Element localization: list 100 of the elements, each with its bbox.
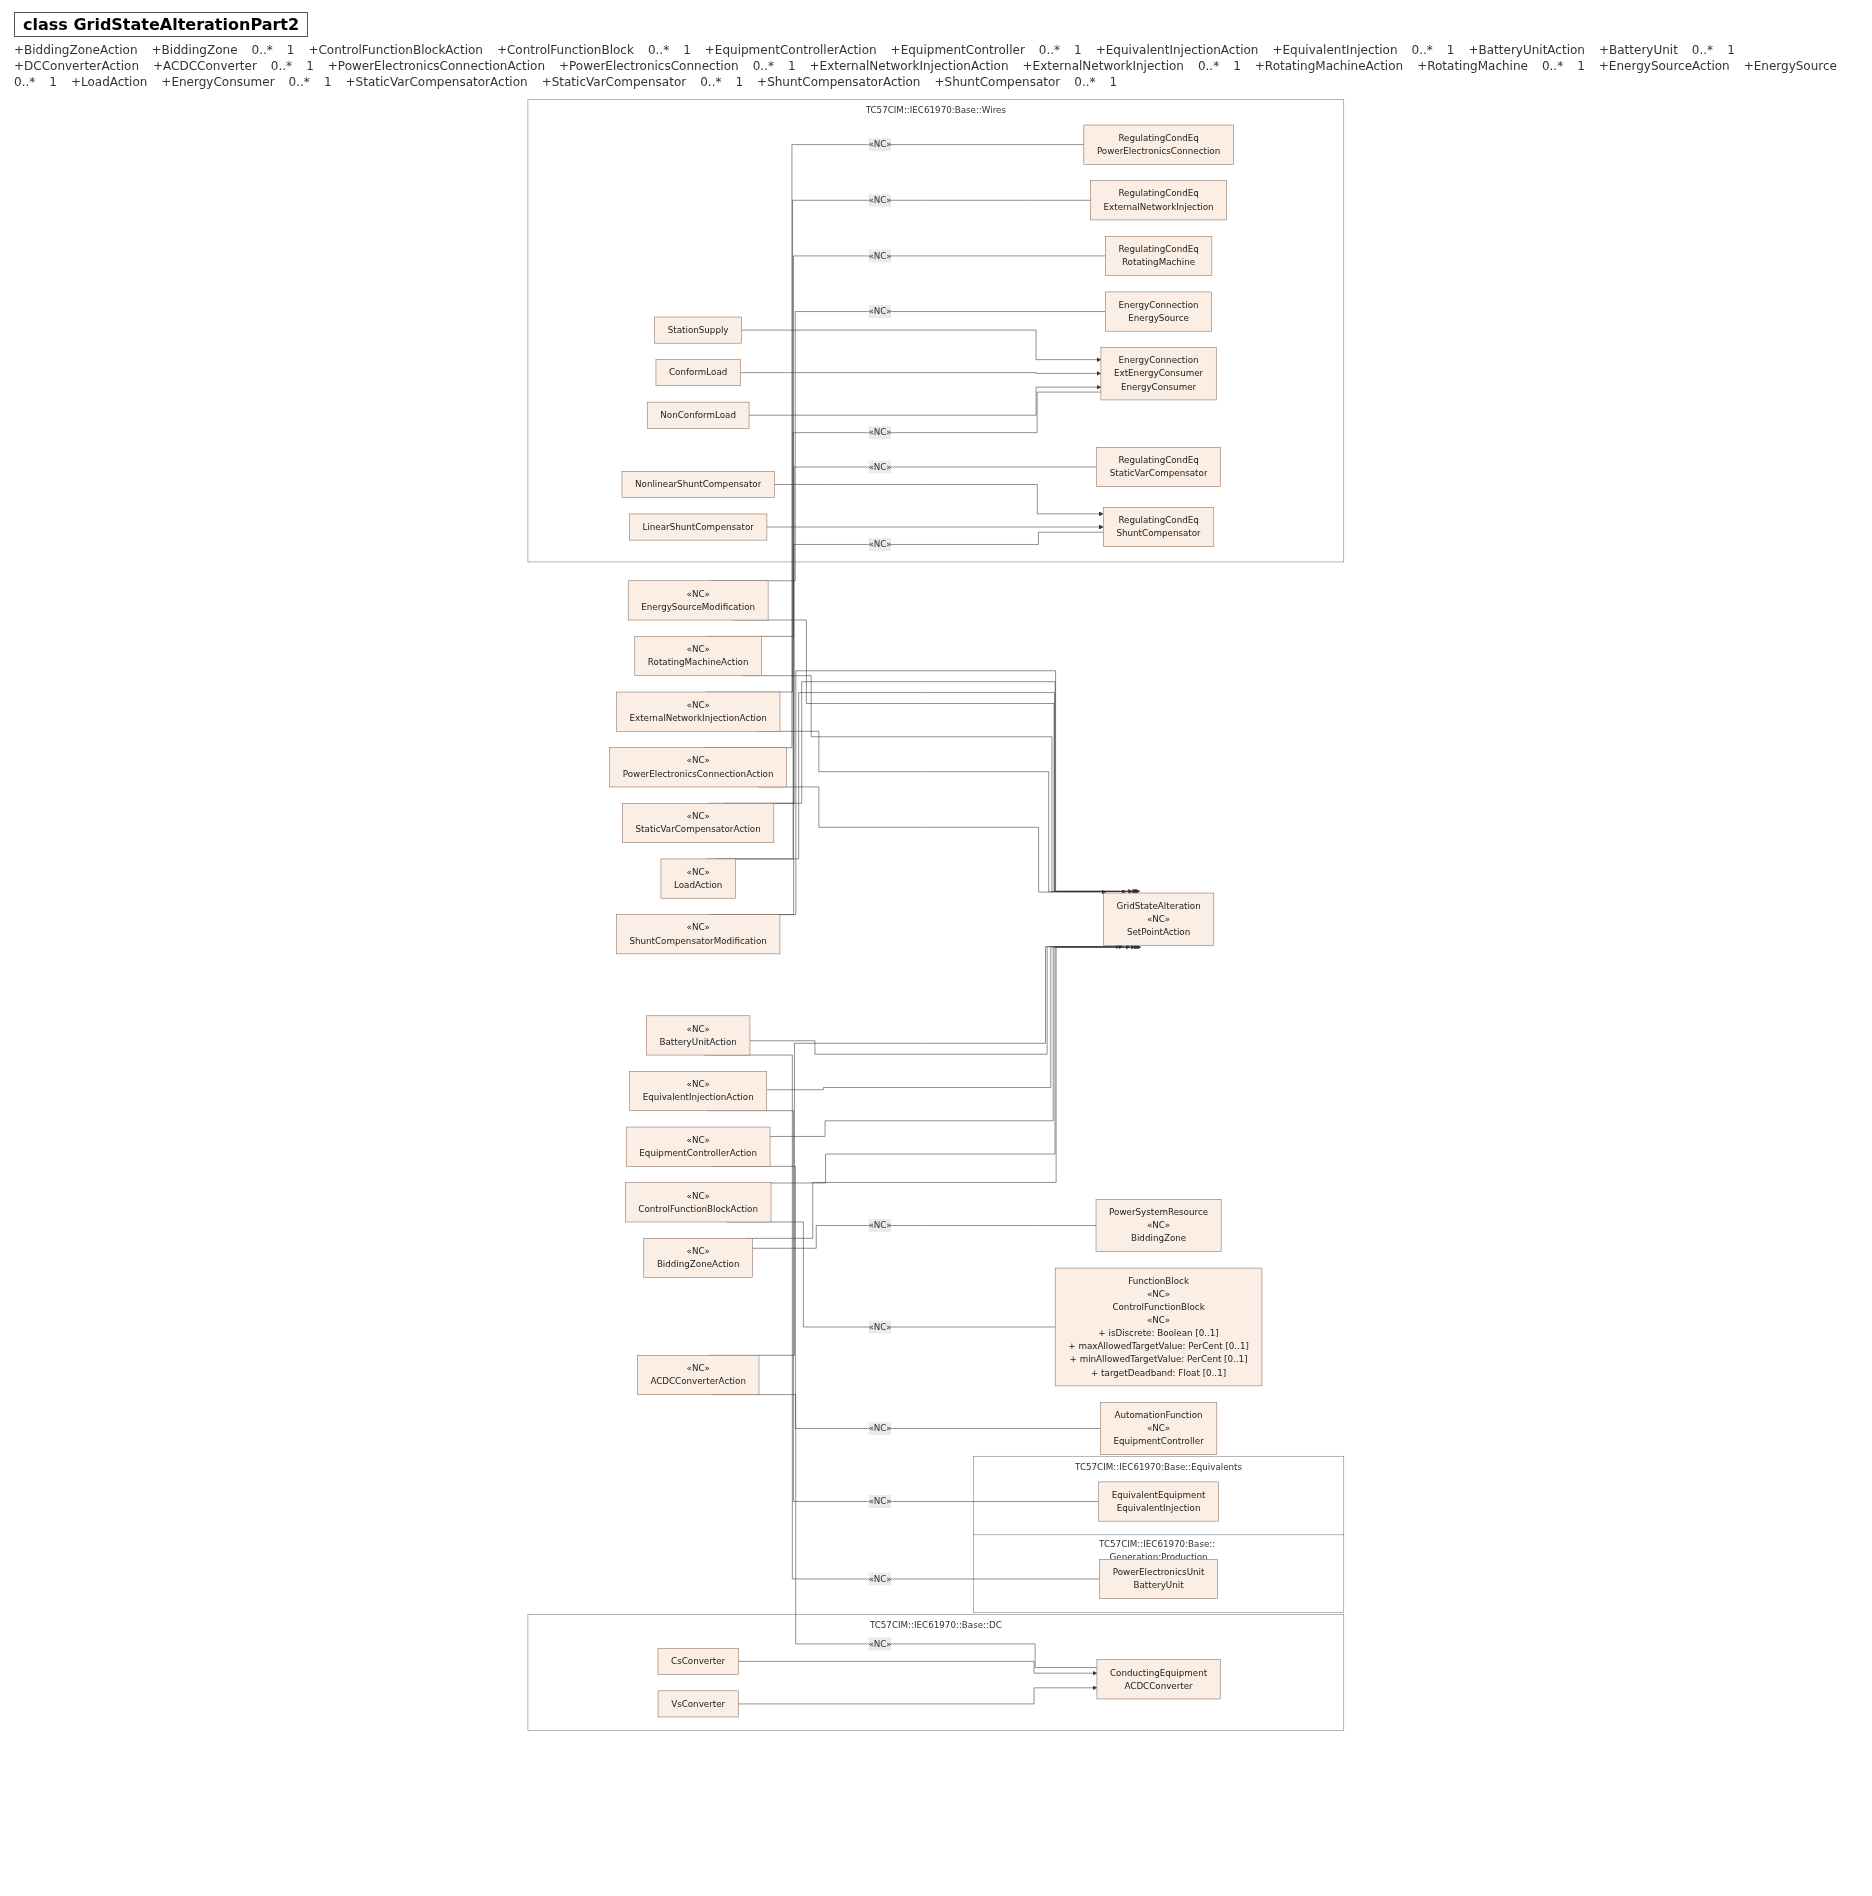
node-box: EnergyConnection ExtEnergyConsumer EnergyConsumer [1100, 347, 1217, 401]
node-box: RegulatingCondEq StaticVarCompensator [1096, 447, 1221, 487]
role-label: +EnergyConsumer [161, 75, 275, 89]
role-label: 1 [1727, 43, 1735, 57]
role-label: +BatteryUnit [1598, 43, 1678, 57]
role-label: 1 [49, 75, 57, 89]
node-box: AutomationFunction «NC» EquipmentController [1100, 1401, 1218, 1455]
edge-label: «NC» [868, 1321, 892, 1332]
role-label: 1 [1074, 43, 1082, 57]
node-box: PowerElectronicsUnit BatteryUnit [1099, 1559, 1218, 1599]
role-label: 0..* [1411, 43, 1433, 57]
role-label: 1 [683, 43, 691, 57]
node-box: RegulatingCondEq ShuntCompensator [1103, 507, 1215, 547]
node-box: «NC» ExternalNetworkInjectionAction [616, 691, 781, 732]
role-label: +StaticVarCompensator [541, 75, 687, 89]
edge-label: «NC» [868, 139, 892, 150]
role-label: 0..* [700, 75, 722, 89]
role-label: 1 [787, 59, 796, 73]
node-box: RegulatingCondEq RotatingMachine [1105, 236, 1213, 276]
role-label: +EquipmentController [890, 43, 1025, 57]
node-box: StationSupply [654, 316, 743, 344]
role-label: 0..* [251, 43, 273, 57]
edge-label: «NC» [868, 1638, 892, 1649]
role-label: +ExternalNetworkInjectionAction [809, 59, 1009, 73]
node-box: «NC» RotatingMachineAction [634, 636, 762, 676]
role-label: +EquivalentInjection [1272, 43, 1398, 57]
node-box: LinearShuntCompensator [629, 513, 768, 541]
node-box: VsConverter [657, 1690, 739, 1718]
role-label: 1 [1233, 59, 1241, 73]
node-box: «NC» EquipmentControllerAction [626, 1126, 771, 1167]
edge-label: «NC» [868, 1220, 892, 1231]
role-label: +ControlFunctionBlock [496, 43, 634, 57]
role-label: 1 [306, 59, 314, 73]
role-label: 0..* [752, 59, 774, 73]
role-label: +RotatingMachine [1417, 59, 1528, 73]
node-box: «NC» BiddingZoneAction [643, 1238, 753, 1278]
role-label: +PowerElectronicsConnectionAction [327, 59, 545, 73]
node-box: FunctionBlock «NC» ControlFunctionBlock «NC» + isDiscrete: Boolean [0..1] + maxAllowedTargetValue: PerCent [0..1] + minAllowedTargetValue: PerCent [0..1] + targetDeadband: Float [0..1] [1055, 1267, 1263, 1387]
node-box: RegulatingCondEq ExternalNetworkInjection [1090, 180, 1228, 221]
node-box: «NC» EquivalentInjectionAction [629, 1071, 768, 1111]
edge-label: «NC» [868, 306, 892, 317]
edge-label: «NC» [868, 194, 892, 206]
role-label: 0..* [1074, 75, 1096, 89]
role-label: 0..* [288, 75, 310, 89]
role-label: +BatteryUnitAction [1468, 43, 1585, 57]
diagram-title: class GridStateAlterationPart2 [14, 12, 309, 37]
edge-label: «NC» [868, 539, 892, 550]
node-box: «NC» ControlFunctionBlockAction [625, 1182, 772, 1223]
role-label: 0..* [1541, 59, 1564, 73]
role-label: +EquipmentControllerAction [704, 43, 877, 57]
role-label: +ControlFunctionBlockAction [308, 43, 483, 57]
node-box: NonConformLoad [647, 401, 750, 429]
role-label: +EnergySourceAction [1598, 59, 1730, 73]
edge-label: «NC» [868, 1573, 892, 1584]
role-label: +ExternalNetworkInjection [1022, 59, 1184, 73]
role-label: +DCConverterAction [14, 59, 140, 73]
node-box: «NC» LoadAction [660, 858, 736, 899]
role-label: 1 [1109, 75, 1118, 89]
role-label: +PowerElectronicsConnection [559, 59, 739, 73]
role-label: 1 [286, 43, 295, 57]
role-label: 0..* [270, 59, 293, 73]
role-label: +StaticVarCompensatorAction [345, 75, 528, 89]
role-label: 0..* [1691, 43, 1714, 57]
node-box: GridStateAlteration «NC» SetPointAction [1103, 892, 1215, 946]
node-box: ConformLoad [655, 359, 741, 386]
node-box: RegulatingCondEq PowerElectronicsConnection [1083, 124, 1234, 165]
edge-label: «NC» [868, 461, 892, 472]
role-label: 0..* [14, 75, 36, 89]
node-box: NonlinearShuntCompensator [621, 471, 775, 498]
node-box: «NC» StaticVarCompensatorAction [622, 803, 775, 843]
role-label: 1 [323, 75, 332, 89]
role-label: +RotatingMachineAction [1254, 59, 1404, 73]
role-label: +EquivalentInjectionAction [1095, 43, 1259, 57]
role-label: +ACDCConverter [153, 59, 257, 73]
role-label: +BiddingZone [151, 43, 238, 57]
role-label: 1 [735, 75, 744, 89]
role-label: +BiddingZoneAction [14, 43, 138, 57]
role-label: +EnergySource [1743, 59, 1837, 73]
node-box: CsConverter [657, 1648, 739, 1675]
role-label: +LoadAction [70, 75, 148, 89]
node-box: «NC» EnergySourceModification [628, 580, 769, 621]
node-box: «NC» ShuntCompensatorModification [616, 914, 781, 955]
role-label: 1 [1446, 43, 1455, 57]
node-box: EquivalentEquipment EquivalentInjection [1098, 1481, 1219, 1522]
role-label: 0..* [1197, 59, 1220, 73]
node-box: PowerSystemResource «NC» BiddingZone [1095, 1199, 1222, 1252]
node-box: «NC» ACDCConverterAction [637, 1355, 760, 1395]
node-box: «NC» BatteryUnitAction [646, 1015, 751, 1056]
role-label: 0..* [1038, 43, 1061, 57]
role-label: 1 [1577, 59, 1585, 73]
edge-label: «NC» [868, 1422, 892, 1434]
role-label: +ShuntCompensatorAction [757, 75, 921, 89]
edge-label: «NC» [868, 1496, 892, 1507]
node-box: ConductingEquipment ACDCConverter [1096, 1659, 1221, 1700]
edge-label: «NC» [868, 250, 892, 261]
role-label: 0..* [647, 43, 670, 57]
node-box: «NC» PowerElectronicsConnectionAction [609, 747, 787, 788]
node-box: EnergyConnection EnergySource [1105, 291, 1213, 332]
edge-label: «NC» [868, 427, 892, 438]
connector [752, 1225, 1097, 1249]
